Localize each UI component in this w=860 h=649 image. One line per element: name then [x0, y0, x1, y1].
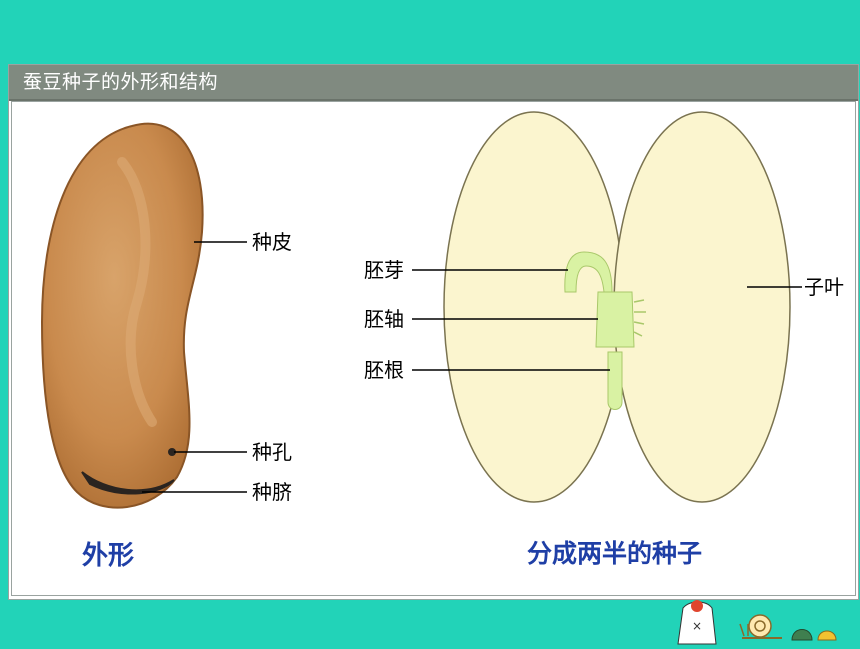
plumule-shape — [564, 251, 613, 293]
label-cotyledon: 子叶 — [804, 275, 844, 299]
caption-split-seed: 分成两半的种子 — [527, 539, 702, 568]
label-radicle: 胚根 — [364, 358, 404, 382]
hypocotyl-shape — [595, 291, 635, 348]
seed-coat-highlight — [117, 157, 157, 427]
label-hypocotyl: 胚轴 — [364, 307, 404, 331]
decorative-cartoons: × — [677, 600, 837, 645]
hilum-mark — [81, 471, 175, 495]
seed-coat-shape — [40, 122, 204, 509]
slide-panel: 蚕豆种子的外形和结构 种皮 种孔 — [8, 64, 859, 600]
label-hilum: 种脐 — [252, 480, 292, 504]
cartoon-character-icon: × — [677, 600, 717, 645]
shell-icon — [791, 629, 837, 641]
split-seed — [443, 111, 791, 503]
label-micropyle: 种孔 — [252, 440, 292, 464]
label-plumule: 胚芽 — [364, 258, 404, 282]
radicle-shape — [607, 351, 623, 410]
diagram-box: 种皮 种孔 种脐 外形 胚芽 胚轴 — [11, 101, 856, 596]
title-bar: 蚕豆种子的外形和结构 — [9, 65, 858, 101]
snail-icon — [739, 614, 782, 639]
cotyledon-right — [613, 111, 791, 503]
seed-exterior — [40, 122, 204, 509]
slide-title: 蚕豆种子的外形和结构 — [23, 71, 219, 93]
caption-exterior: 外形 — [82, 541, 134, 571]
hypocotyl-roots — [633, 299, 646, 337]
seed-diagram: 种皮 种孔 种脐 外形 胚芽 胚轴 — [40, 111, 844, 571]
svg-text:×: × — [692, 619, 702, 633]
embryo — [564, 251, 646, 410]
label-seed-coat: 种皮 — [252, 230, 292, 254]
bottom-strip: × — [0, 600, 860, 645]
micropyle-mark — [168, 448, 176, 456]
